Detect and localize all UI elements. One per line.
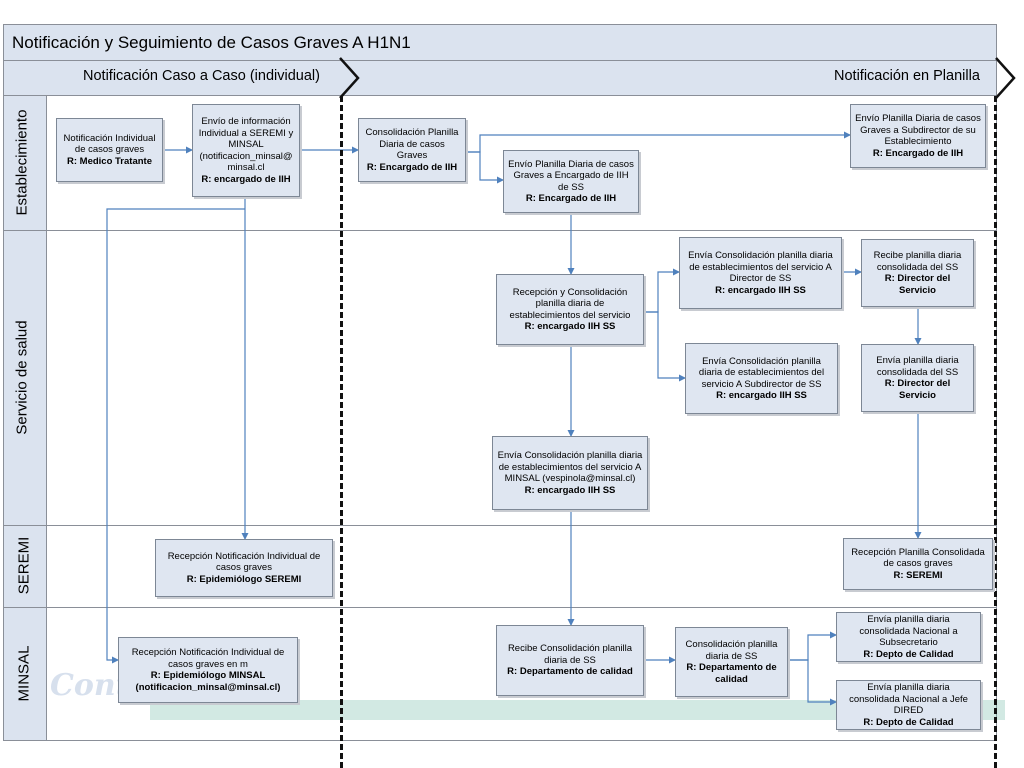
node-recibe-consolidacion-minsal: Recibe Consolidación planilla diaria de … — [496, 625, 644, 696]
node-envia-consolidacion-subdirector: Envía Consolidación planilla diaria de e… — [685, 343, 838, 414]
phase-individual-label: Notificación Caso a Caso (individual) — [83, 68, 320, 84]
node-recibe-planilla-director: Recibe planilla diaria consolidada del S… — [861, 239, 974, 307]
node-recepcion-planilla-seremi: Recepción Planilla Consolidada de casos … — [843, 538, 993, 590]
phase-planilla-label: Notificación en Planilla — [834, 68, 980, 84]
node-envia-consolidacion-minsal: Envía Consolidación planilla diaria de e… — [492, 436, 648, 510]
lane-header-servicio — [3, 230, 47, 526]
lane-label-establecimiento: Establecimiento — [13, 109, 31, 216]
node-envio-informacion-individual: Envío de información Individual a SEREMI… — [192, 104, 300, 197]
lane-header-minsal — [3, 607, 47, 741]
diagram-title: Notificación y Seguimiento de Casos Grav… — [3, 24, 997, 61]
node-consolidacion-planilla: Consolidación Planilla Diaria de casos G… — [358, 118, 466, 182]
lane-label-servicio: Servicio de salud — [13, 320, 31, 435]
node-envia-jefe-dired: Envía planilla diaria consolidada Nacion… — [836, 680, 981, 730]
node-recepcion-consolidacion-ss: Recepción y Consolidación planilla diari… — [496, 274, 644, 345]
node-envia-planilla-director: Envía planilla diaria consolidada del SS… — [861, 344, 974, 412]
node-envia-consolidacion-director: Envía Consolidación planilla diaria de e… — [679, 237, 842, 309]
node-recepcion-minsal: Recepción Notificación Individual de cas… — [118, 637, 298, 703]
phase-boundary — [994, 96, 997, 768]
lane-label-minsal: MINSAL — [15, 645, 33, 702]
phase-boundary — [340, 96, 343, 768]
lane-divider — [3, 525, 997, 526]
lane-label-seremi: SEREMI — [15, 536, 33, 595]
decorative-band — [150, 700, 1005, 720]
node-envio-planilla-ss: Envío Planilla Diaria de casos Graves a … — [503, 150, 639, 213]
lane-header-seremi — [3, 525, 47, 608]
node-envio-planilla-subdirector: Envío Planilla Diaria de casos Graves a … — [850, 104, 986, 168]
node-envia-subsecretario: Envía planilla diaria consolidada Nacion… — [836, 612, 981, 662]
lane-divider — [3, 230, 997, 231]
node-recepcion-seremi: Recepción Notificación Individual de cas… — [155, 539, 333, 597]
lane-header-establecimiento — [3, 95, 47, 231]
lane-divider — [3, 607, 997, 608]
phase-chevron — [995, 57, 1016, 99]
